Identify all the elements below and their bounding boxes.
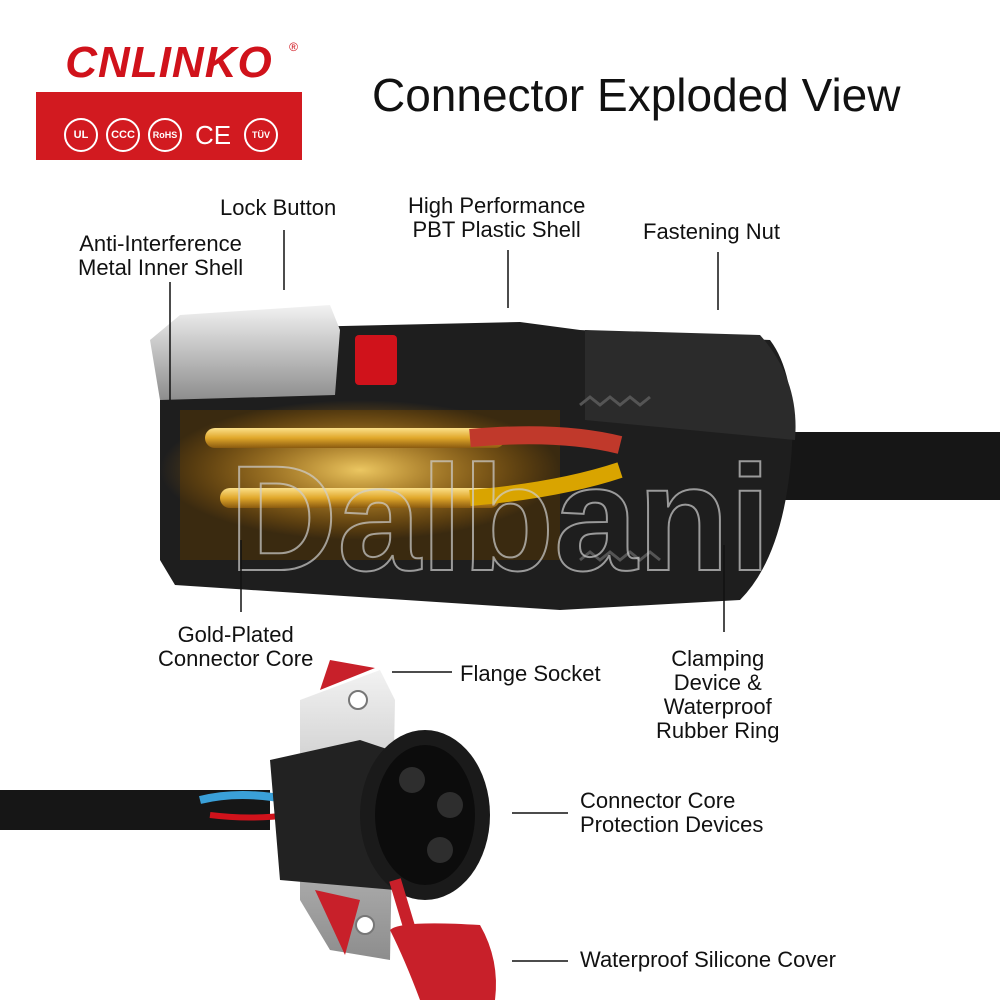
label-flange-socket: Flange Socket <box>460 661 601 686</box>
gold-pin-bottom <box>220 488 500 508</box>
label-line: High Performance <box>408 193 586 218</box>
label-core-protection: Connector Core Protection Devices <box>580 789 763 837</box>
registered-mark: ® <box>289 40 298 54</box>
label-connector-core: Gold-Plated Connector Core <box>158 623 313 671</box>
fastening-nut-shape <box>585 330 796 440</box>
lock-button-shape <box>150 305 340 400</box>
certification-badges: UL CCC RoHS CE TÜV <box>64 118 278 152</box>
label-line: Connector Core <box>580 788 736 813</box>
label-line: Anti-Interference <box>79 231 242 256</box>
label-fastening-nut: Fastening Nut <box>643 219 780 244</box>
ul-icon: UL <box>64 118 98 152</box>
label-line: PBT Plastic Shell <box>412 217 581 242</box>
label-line: Rubber Ring <box>656 718 780 743</box>
plug-cable <box>760 432 1000 500</box>
tuv-icon: TÜV <box>244 118 278 152</box>
label-silicone-cover: Waterproof Silicone Cover <box>580 947 836 972</box>
brand-name: CNLINKO <box>65 38 273 87</box>
socket-body <box>270 740 395 890</box>
brand-logo: CNLINKO ® UL CCC RoHS CE TÜV <box>36 30 302 160</box>
label-line: Waterproof <box>663 694 772 719</box>
label-plastic-shell: High Performance PBT Plastic Shell <box>408 194 585 242</box>
label-line: Metal Inner Shell <box>78 255 244 280</box>
label-clamping-device: Clamping Device & Waterproof Rubber Ring <box>656 647 780 743</box>
rohs-icon: RoHS <box>148 118 182 152</box>
leader-lines <box>169 230 725 962</box>
label-line: Protection Devices <box>580 812 764 837</box>
ccc-icon: CCC <box>106 118 140 152</box>
label-lock-button: Lock Button <box>220 195 337 220</box>
red-tab <box>355 335 397 385</box>
watermark-text: Dalbani <box>229 434 771 602</box>
ce-icon: CE <box>194 119 232 150</box>
silicone-cover-shape <box>390 923 496 1000</box>
label-metal-inner-shell: Anti-Interference Metal Inner Shell <box>78 232 243 280</box>
label-line: Gold-Plated <box>177 622 294 647</box>
label-line: Device & <box>673 670 762 695</box>
label-line: Connector Core <box>158 646 314 671</box>
gold-pin-top <box>205 428 505 448</box>
page-title: Connector Exploded View <box>372 69 901 121</box>
label-line: Clamping <box>671 646 765 671</box>
